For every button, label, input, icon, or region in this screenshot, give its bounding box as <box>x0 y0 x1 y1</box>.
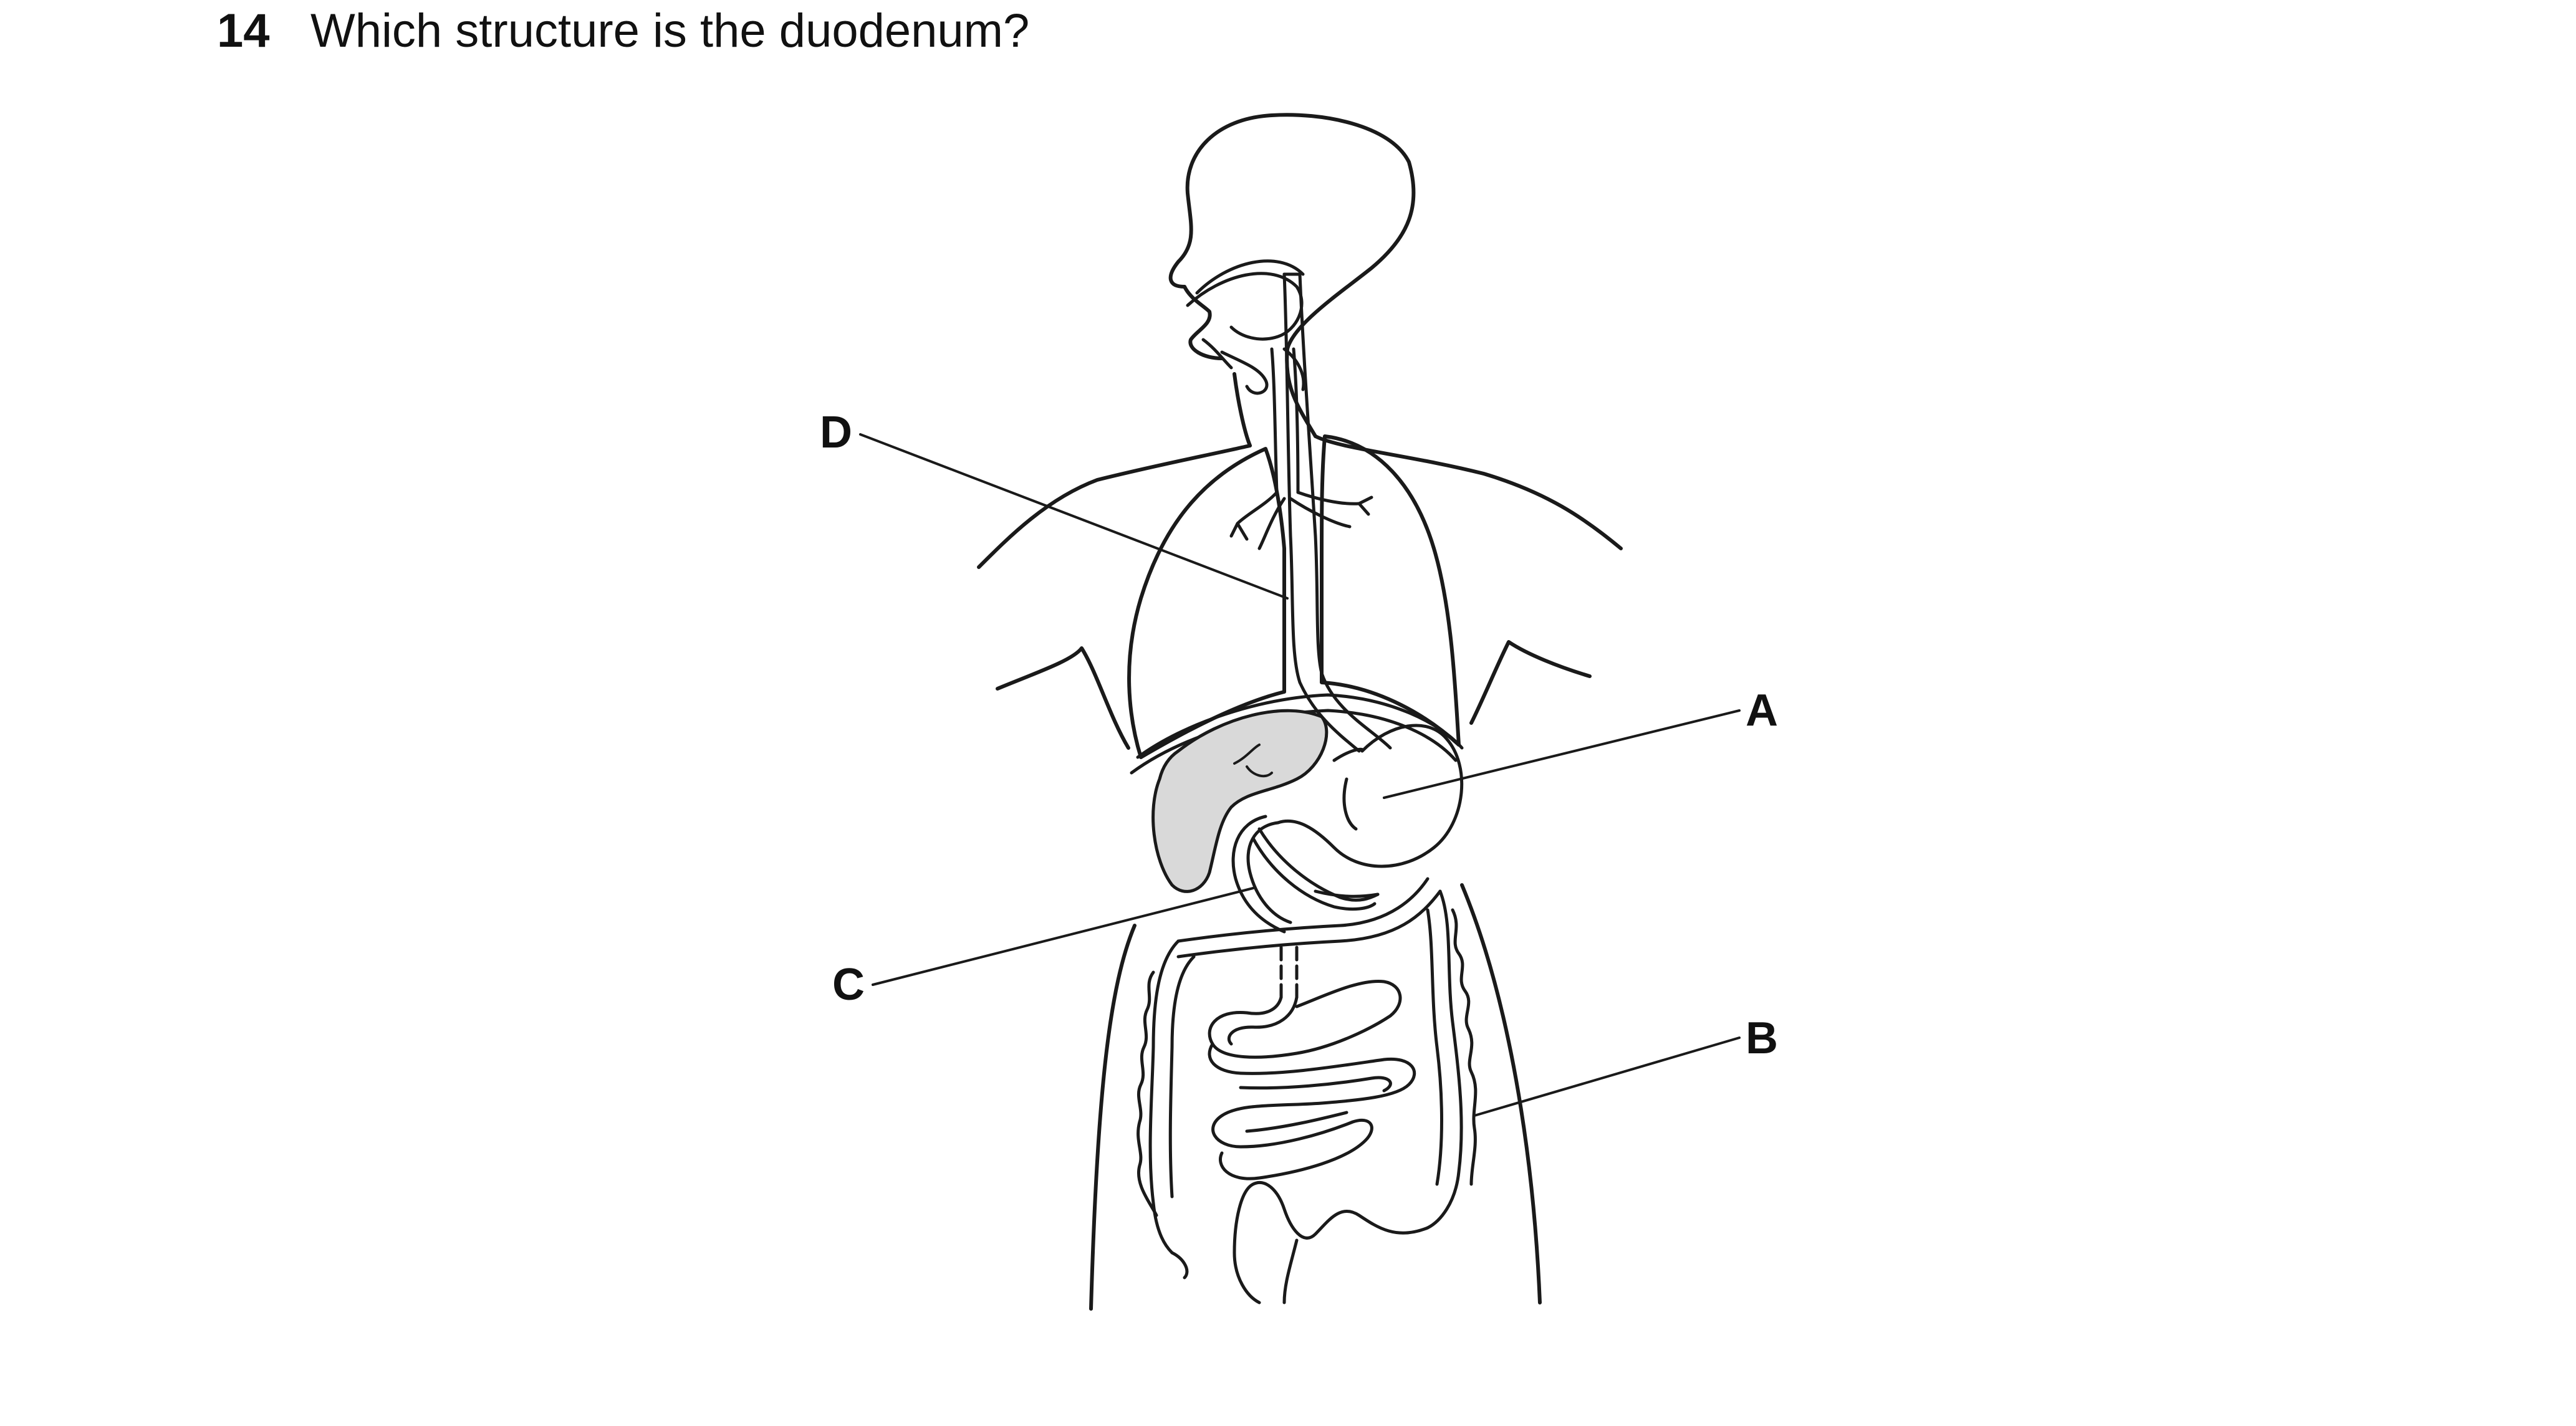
large-intestine <box>1137 877 1478 1304</box>
question-number: 14 <box>217 4 270 57</box>
stomach <box>1276 724 1464 868</box>
leader-lines <box>859 433 1741 1117</box>
leader-line-b <box>1473 1036 1741 1117</box>
diaphragm <box>1130 693 1464 775</box>
oesophagus <box>1282 272 1392 753</box>
liver <box>1151 709 1329 893</box>
question-text: Which structure is the duodenum? <box>310 4 1030 57</box>
label-d: D <box>820 408 852 457</box>
label-c: C <box>832 960 865 1010</box>
leader-line-d <box>859 433 1289 600</box>
leader-line-a <box>1383 709 1741 799</box>
body-outline <box>977 113 1623 1311</box>
question-heading: 14 Which structure is the duodenum? <box>217 0 1029 62</box>
leader-line-c <box>872 887 1254 986</box>
lungs <box>1127 434 1461 759</box>
duodenum-pancreas <box>1231 815 1380 934</box>
label-a: A <box>1746 686 1778 735</box>
small-intestine <box>1208 945 1416 1180</box>
trachea <box>1229 347 1373 550</box>
label-b: B <box>1746 1013 1778 1063</box>
